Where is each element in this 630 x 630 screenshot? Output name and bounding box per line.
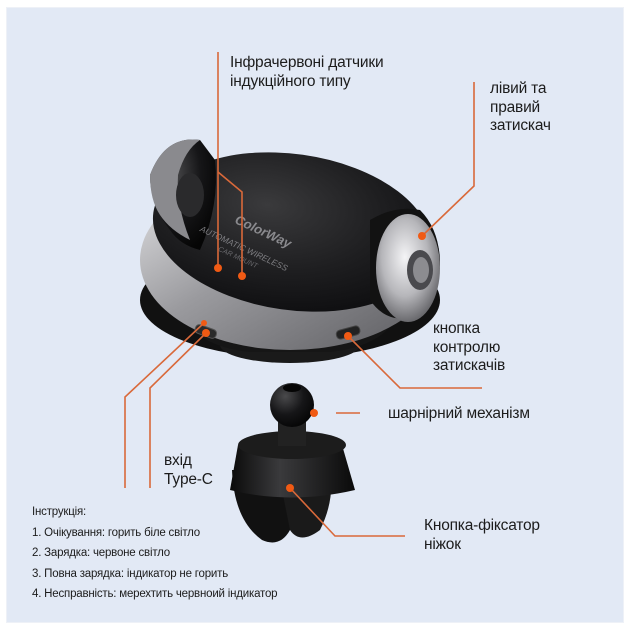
callout-ir-sensors-line2: індукційного типу xyxy=(230,72,351,90)
instruction-item: 2. Зарядка: червоне світло xyxy=(32,547,170,559)
callout-clamps-line2: правий xyxy=(490,98,540,116)
callout-clamps-line1: лівий та xyxy=(490,80,547,97)
callout-leg-lock: Кнопка-фіксатор ніжок xyxy=(424,517,540,554)
callout-clamp-button-line3: затискачів xyxy=(433,357,506,374)
instruction-item: 1. Очікування: горить біле світло xyxy=(32,526,201,539)
callout-hinge: шарнірний механізм xyxy=(388,405,530,424)
callout-clamps-line3: затискач xyxy=(490,117,551,134)
callout-clamps: лівий та правий затискач xyxy=(490,80,551,136)
callout-leg-lock-line2: ніжок xyxy=(424,535,461,553)
callout-dots xyxy=(201,232,426,492)
callout-leg-lock-line1: Кнопка-фіксатор xyxy=(424,517,540,534)
instruction-item: 4. Несправність: мерехтить червноий інди… xyxy=(32,588,278,600)
callout-type-c-line1: вхід xyxy=(164,452,192,469)
callout-clamp-button-line1: кнопка xyxy=(433,320,480,337)
callout-clamp-button-line2: контролю xyxy=(433,338,501,356)
callout-ir-sensors-line1: Інфрачервоні датчики xyxy=(230,54,384,71)
instruction-item: 3. Повна зарядка: індикатор не горить xyxy=(32,567,228,580)
wireless-charger-head: ColorWay AUTOMATIC WIRELESS CAR MOUNT xyxy=(140,139,440,363)
callout-hinge-line1: шарнірний механізм xyxy=(388,405,530,422)
callout-clamp-button: кнопка контролю затискачів xyxy=(433,320,505,376)
instructions-block: Інструкція: 1. Очікування: горить біле с… xyxy=(32,502,278,605)
callout-lines xyxy=(124,52,482,537)
callout-type-c: вхід Type-C xyxy=(164,452,213,489)
callout-type-c-line2: Type-C xyxy=(164,470,213,488)
instructions-title: Інструкція: xyxy=(32,506,86,518)
callout-ir-sensors: Інфрачервоні датчики індукційного типу xyxy=(230,54,384,91)
